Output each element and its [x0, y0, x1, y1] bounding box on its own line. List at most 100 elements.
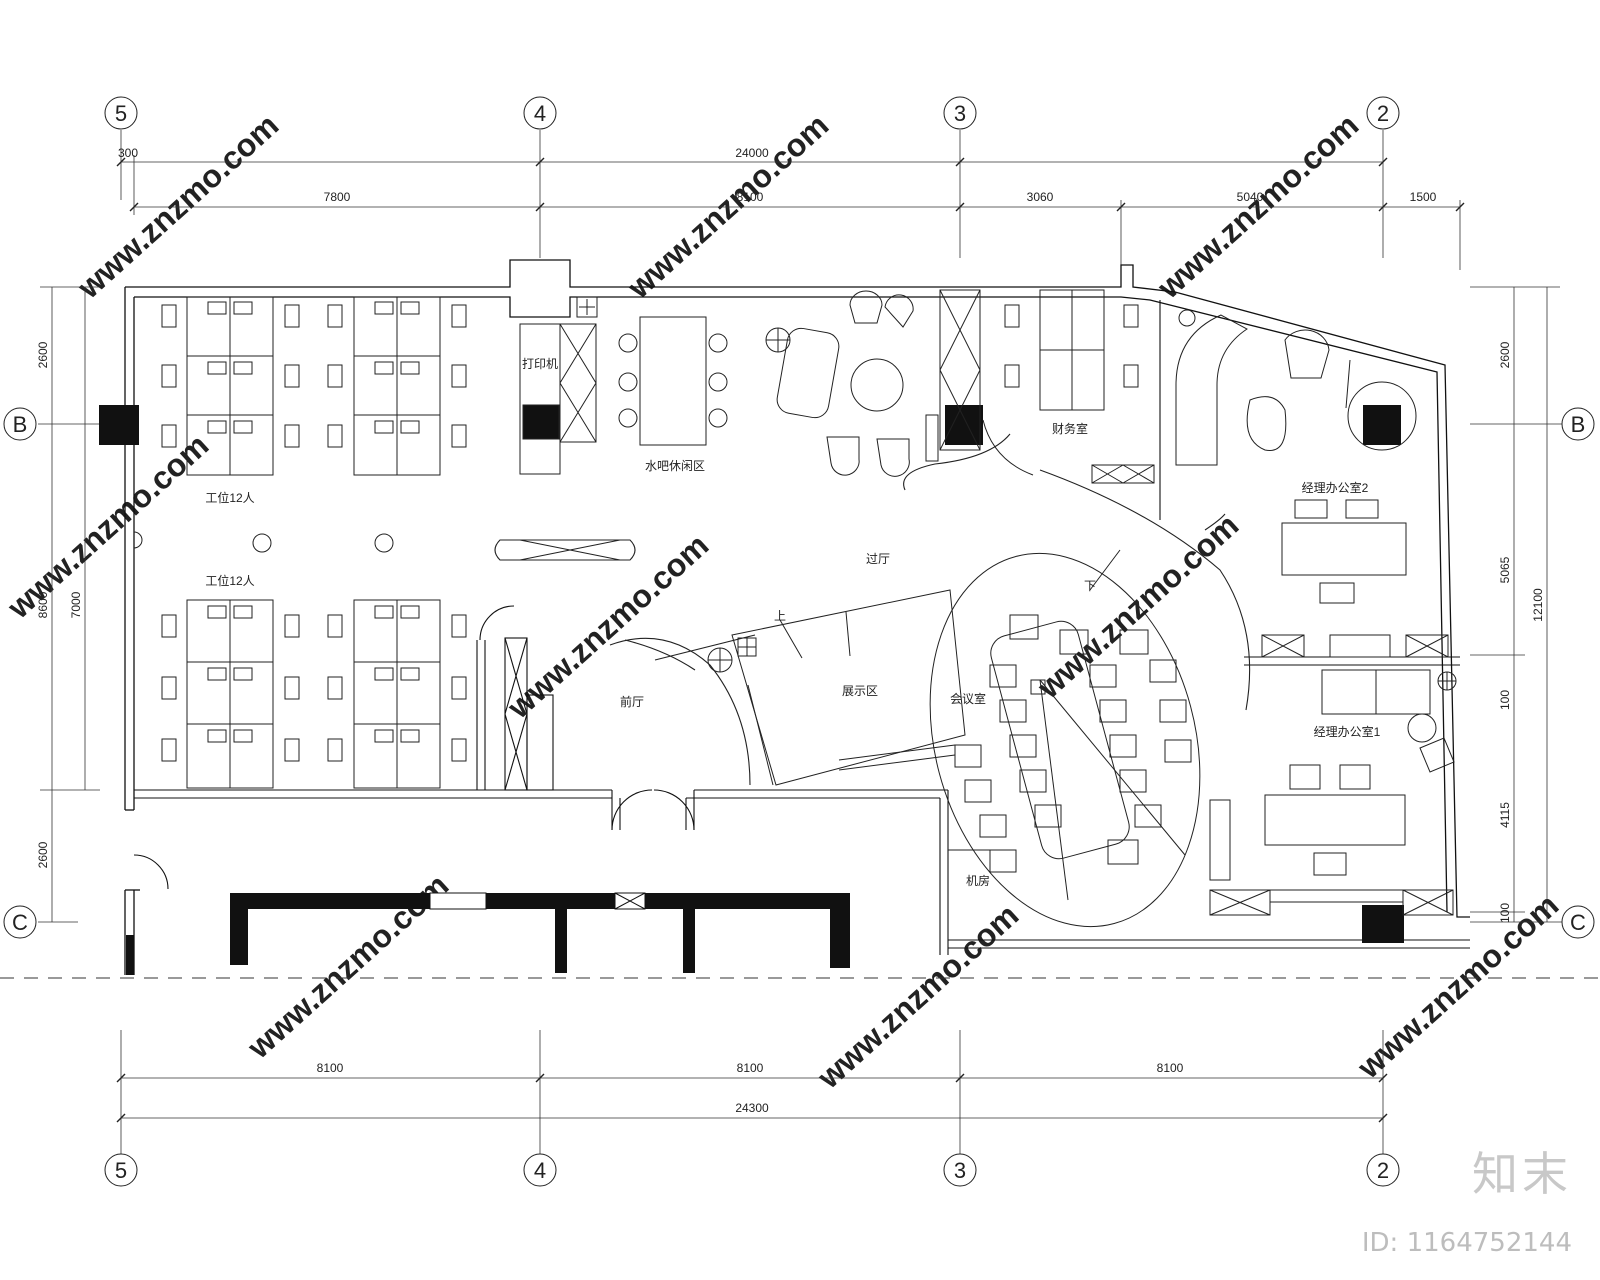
dimension-lines	[40, 155, 1560, 1119]
sofa	[776, 327, 840, 419]
bar-lounge-furniture	[618, 289, 981, 477]
axis-bubble-2-bottom	[1366, 1153, 1400, 1187]
dimension-ticks	[116, 157, 1465, 1123]
dim-left: 2600	[36, 841, 50, 868]
meeting-room-wall	[929, 552, 1201, 928]
meeting-table	[990, 620, 1130, 860]
axis-bubble-3-bottom	[943, 1153, 977, 1187]
grid-bubbles: 5 4 3 2 5 4 3 2 B B C C	[3, 96, 1595, 1187]
outer-wall	[125, 259, 1470, 918]
room-label-machine-room: 机房	[966, 873, 990, 888]
bar-table	[639, 316, 707, 446]
axis-label-5-top: 5	[115, 101, 127, 126]
column	[1362, 905, 1404, 943]
dim-right: 5065	[1498, 556, 1512, 583]
watermark-site: www.znzmo.com	[620, 107, 836, 306]
coffee-table	[850, 358, 904, 412]
stair-arrow	[779, 549, 1121, 659]
watermark-site: www.znzmo.com	[1030, 507, 1246, 706]
desk	[1264, 794, 1406, 846]
axis-label-4-bottom: 4	[534, 1158, 546, 1183]
meeting-room	[929, 552, 1201, 928]
room-label-workstation-bottom: 工位12人	[205, 573, 254, 588]
axis-bubble-4-top	[523, 96, 557, 130]
axis-label-5-bottom: 5	[115, 1158, 127, 1183]
dim-right: 12100	[1531, 588, 1545, 622]
room-label-printer: 打印机	[522, 357, 558, 371]
axis-bubble-5-bottom	[104, 1153, 138, 1187]
dim-right: 100	[1498, 903, 1512, 923]
workstation-cluster-bottom-left	[161, 599, 300, 789]
workstation-cluster-top-left	[161, 296, 300, 476]
room-label-manager-office-1: 经理办公室1	[1314, 724, 1381, 739]
column	[99, 405, 139, 445]
column	[945, 405, 983, 445]
room-label-meeting: 会议室	[950, 691, 986, 706]
stair-down-label: 下	[1084, 579, 1096, 593]
door-swing	[133, 854, 169, 890]
axis-bubble-c-left	[3, 905, 37, 939]
inner-wall	[134, 296, 1448, 913]
image-id-watermark: ID: 1164752144	[1361, 1228, 1572, 1258]
watermark-site: www.znzmo.com	[500, 527, 716, 726]
dim-right: 2600	[1498, 341, 1512, 368]
brand-watermark: 知末	[1472, 1147, 1572, 1201]
axis-label-2-bottom: 2	[1377, 1158, 1389, 1183]
dim-top-offset: 300	[118, 146, 138, 160]
workstation-cluster-top-right	[327, 296, 467, 476]
finance-room	[982, 289, 1155, 484]
desk	[1281, 522, 1407, 576]
grid-axis-lines	[38, 130, 1562, 1155]
dim-bottom-span: 8100	[737, 1061, 764, 1075]
room-label-bar-lounge: 水吧休闲区	[645, 459, 705, 473]
dim-top-span: 5040	[1237, 190, 1264, 204]
room-label-workstation-top: 工位12人	[205, 490, 254, 505]
dim-top-span: 3060	[1027, 190, 1054, 204]
axis-label-3-top: 3	[954, 101, 966, 126]
workstation-cluster-bottom-right	[327, 599, 467, 789]
interior-partitions	[133, 300, 1470, 955]
axis-label-2-top: 2	[1377, 101, 1389, 126]
axis-bubble-3-top	[943, 96, 977, 130]
dim-top-overall: 24000	[735, 146, 769, 160]
dim-top-span: 8100	[737, 190, 764, 204]
axis-bubble-5-top	[104, 96, 138, 130]
lamp	[374, 533, 394, 553]
round-table	[1347, 381, 1417, 451]
axis-bubble-b-right	[1561, 407, 1595, 441]
dim-right: 100	[1498, 690, 1512, 710]
watermark-site: www.znzmo.com	[70, 107, 286, 306]
column	[1363, 405, 1401, 445]
axis-label-3-bottom: 3	[954, 1158, 966, 1183]
axis-label-c-right: C	[1570, 910, 1586, 935]
door-swing	[479, 605, 515, 641]
watermark-site: www.znzmo.com	[0, 427, 215, 626]
structural-columns	[99, 405, 1404, 943]
room-label-finance: 财务室	[1052, 421, 1088, 436]
exterior-walls	[124, 259, 1470, 975]
exhibition-area	[707, 589, 966, 786]
dim-bottom-span: 8100	[317, 1061, 344, 1075]
axis-label-b-right: B	[1571, 412, 1586, 437]
room-label-exhibition: 展示区	[842, 684, 878, 698]
dim-left: 8600	[36, 591, 50, 618]
watermark-site: www.znzmo.com	[1150, 107, 1366, 306]
axis-label-4-top: 4	[534, 101, 546, 126]
axis-bubble-2-top	[1366, 96, 1400, 130]
axis-bubble-4-bottom	[523, 1153, 557, 1187]
corridor-curves	[494, 433, 1251, 786]
axis-label-b-left: B	[13, 412, 28, 437]
dim-left: 2600	[36, 341, 50, 368]
dim-bottom-span: 8100	[1157, 1061, 1184, 1075]
room-label-manager-office-2: 经理办公室2	[1302, 480, 1369, 495]
room-label-lobby: 前厅	[620, 694, 644, 709]
dim-left: 7000	[69, 591, 83, 618]
lower-structure	[126, 892, 850, 975]
manager-office-2	[1175, 309, 1449, 658]
dim-bottom-overall: 24300	[735, 1101, 769, 1115]
printer-zone	[519, 296, 598, 475]
axis-bubble-c-right	[1561, 905, 1595, 939]
dim-right: 4115	[1498, 802, 1512, 828]
room-label-corridor: 过厅	[866, 552, 890, 566]
